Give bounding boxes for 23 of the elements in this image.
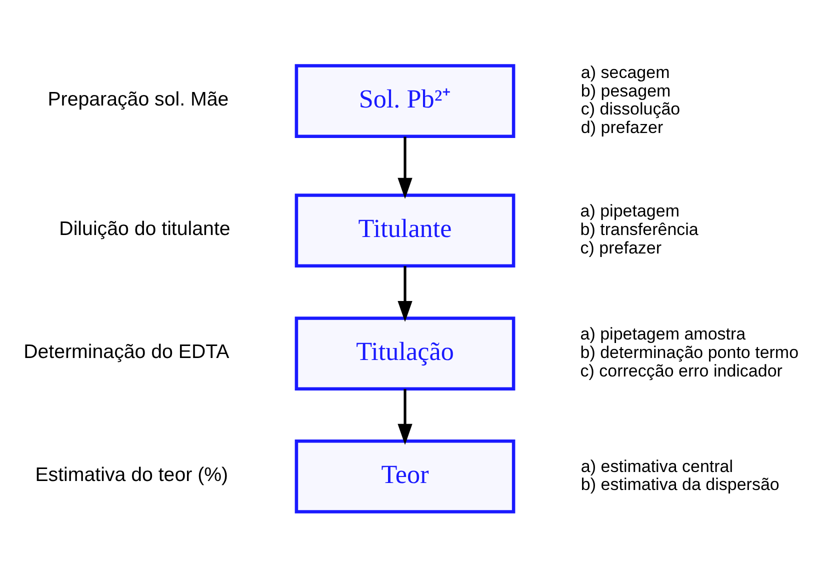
- node-label: Determinação do EDTA: [24, 340, 230, 363]
- node-label: b) determinação ponto termo: [580, 342, 799, 362]
- node-box: Teor: [294, 439, 516, 513]
- arrow: [398, 266, 412, 322]
- node-label: b) transferência: [580, 220, 698, 239]
- node-label: b) pesagem: [580, 80, 671, 100]
- node-label: a) pipetagem amostra: [580, 324, 746, 344]
- node-label: c) correcção erro indicador: [580, 360, 782, 380]
- arrow: [398, 388, 412, 444]
- node-label: Preparação sol. Mãe: [48, 88, 229, 110]
- node-label: c) dissolução: [580, 99, 680, 118]
- node-label: Estimativa do teor (%): [35, 464, 228, 486]
- node-label: Diluição do titulante: [59, 218, 230, 240]
- node-box: Titulação: [294, 316, 516, 390]
- node-label: c) prefazer: [580, 238, 662, 257]
- node-label: b) estimativa da dispersão: [580, 474, 780, 494]
- node-label: a) pipetagem: [580, 201, 680, 220]
- node-label: d) prefazer: [580, 118, 664, 136]
- node-label: a) secagem: [580, 62, 670, 82]
- node-box: Sol. Pb²⁺: [294, 64, 516, 138]
- node-box: Titulante: [294, 193, 516, 268]
- node-label: a) estimativa central: [580, 456, 734, 476]
- arrow: [398, 136, 412, 198]
